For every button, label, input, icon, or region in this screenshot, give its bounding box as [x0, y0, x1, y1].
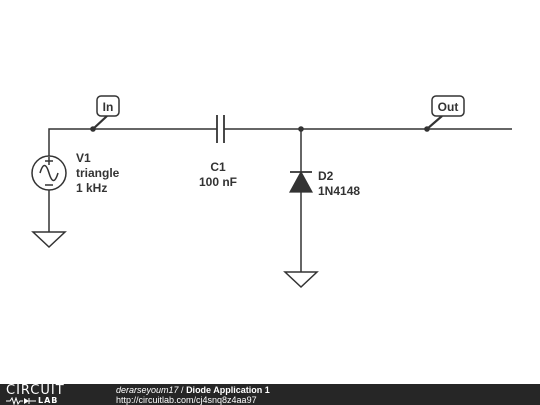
v1-name-label: V1 [76, 151, 91, 165]
sine-wave-icon [39, 164, 59, 182]
circuit-schematic: In Out V1 triangle 1 kHz C1 100 nF D2 1N… [31, 95, 512, 289]
circuit-url-link[interactable]: http://circuitlab.com/cj4snq8z4aa97 [116, 395, 257, 405]
footer-bar: CIRCUIT LAB derarseyoum17 / Diode Applic… [0, 384, 540, 405]
v1-waveform-label: triangle [76, 166, 120, 180]
v1-frequency-label: 1 kHz [76, 181, 107, 195]
capacitor-c1 [216, 115, 225, 143]
d2-name-label: D2 [318, 169, 334, 183]
probe-out-label: Out [438, 100, 459, 114]
c1-name-label: C1 [210, 160, 226, 174]
logo-text-bottom: LAB [38, 396, 59, 405]
ground-symbol-v1 [31, 231, 67, 249]
d2-part-label: 1N4148 [318, 184, 360, 198]
c1-value-label: 100 nF [199, 175, 237, 189]
resistor-diode-icon [6, 395, 36, 405]
voltage-source-v1 [31, 155, 67, 191]
title-separator: / [178, 385, 187, 395]
probe-out[interactable]: Out [426, 95, 465, 130]
logo-text-top: CIRCUIT [6, 383, 65, 398]
ground-symbol-d2 [283, 271, 319, 289]
circuit-info: derarseyoum17 / Diode Application 1 http… [116, 385, 270, 405]
probe-in-label: In [103, 100, 114, 114]
circuit-title: Diode Application 1 [186, 385, 270, 395]
wire-source-to-c1 [48, 128, 217, 156]
probe-in[interactable]: In [92, 95, 120, 130]
diode-d2 [288, 170, 314, 193]
circuitlab-logo[interactable]: CIRCUIT LAB [6, 384, 94, 405]
author-link[interactable]: derarseyoum17 [116, 385, 179, 395]
junction-dot-diode [298, 126, 304, 132]
